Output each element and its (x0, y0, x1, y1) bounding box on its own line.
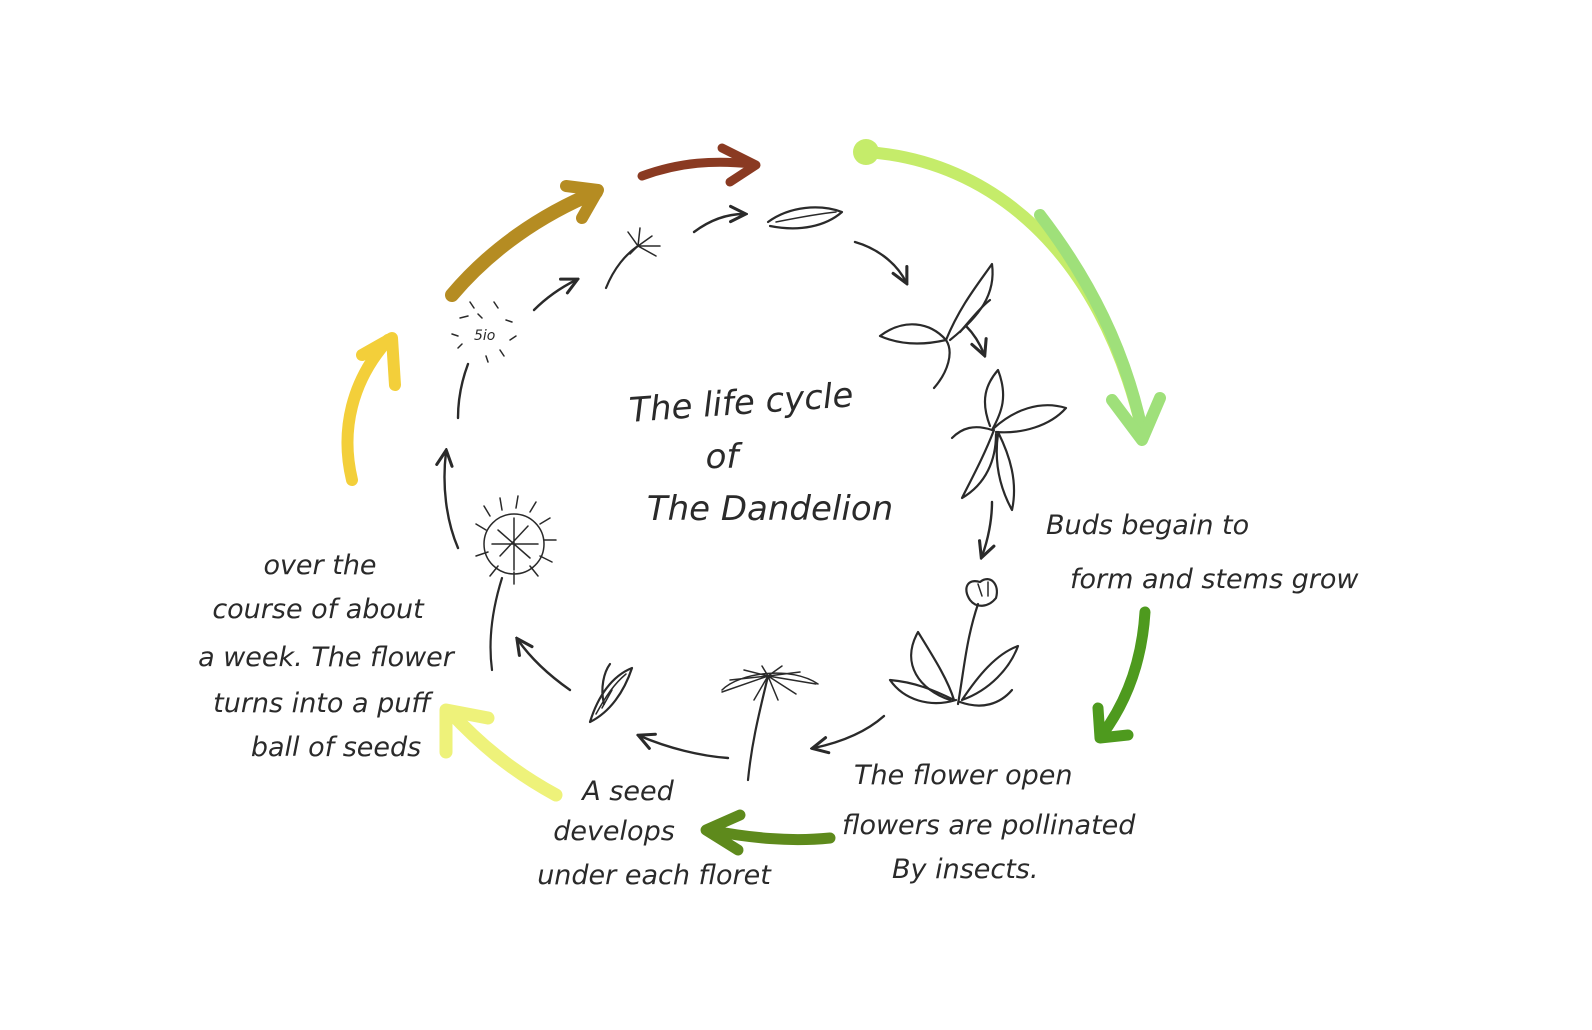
inner-arrow (692, 214, 744, 234)
diagram-title: The life cycle of The Dandelion (628, 375, 893, 529)
outer-arrow-light-green (853, 139, 1166, 446)
outer-arrow-pale-yellow (439, 703, 563, 802)
note-seed-line-1: A seed (580, 776, 674, 807)
inner-arrow (964, 324, 984, 354)
note-flower-line-2: flowers are pollinated (842, 810, 1136, 841)
inner-arrow (456, 362, 470, 420)
inner-arrow (982, 500, 992, 556)
flower-bud-icon (888, 578, 1020, 707)
note-buds-line-1: Buds begain to (1046, 510, 1249, 541)
note-puffball: over the course of about a week. The flo… (198, 550, 456, 763)
title-line-1: The life cycle (628, 375, 855, 431)
note-flower: The flower open flowers are pollinated B… (842, 760, 1136, 885)
puff-ball-icon (475, 495, 557, 672)
note-puffball-line-2: course of about (212, 594, 425, 625)
inner-arrow (640, 736, 730, 760)
scattered-seeds-icon: 5io (451, 301, 517, 363)
inner-arrow (853, 240, 906, 282)
seed-sprout-icon (766, 206, 844, 230)
closed-flower-icon (588, 662, 634, 724)
note-buds-line-2: form and stems grow (1070, 564, 1359, 595)
outer-arrow-olive (445, 180, 604, 302)
note-flower-line-1: The flower open (854, 760, 1073, 791)
leafy-plant-icon (950, 368, 1068, 512)
note-puffball-line-5: ball of seeds (251, 732, 421, 763)
note-puffball-line-3: a week. The flower (198, 642, 456, 673)
outer-arrow-olive-green (700, 809, 836, 856)
note-buds: Buds begain to form and stems grow (1046, 510, 1359, 595)
title-line-2: of (706, 437, 744, 477)
inner-arrow (532, 280, 576, 312)
note-seed-line-2: develops (553, 816, 675, 847)
note-seed-line-3: under each floret (537, 860, 772, 891)
outer-arrow-yellow (341, 332, 401, 486)
inner-arrow (814, 714, 886, 748)
outer-arrow-brown (637, 143, 761, 187)
svg-text:5io: 5io (474, 328, 495, 344)
outer-arrow-green (1092, 606, 1151, 744)
note-puffball-line-4: turns into a puff (213, 688, 433, 719)
inner-cycle-arrows (445, 214, 993, 760)
flying-seed-icon (604, 227, 661, 290)
young-leaves-icon (878, 262, 994, 390)
seed-head-icon (721, 665, 819, 782)
note-puffball-line-1: over the (263, 550, 376, 581)
inner-arrow (445, 452, 460, 550)
title-line-3: The Dandelion (647, 489, 893, 529)
inner-arrow (518, 640, 572, 692)
note-seed: A seed develops under each floret (537, 776, 772, 891)
note-flower-line-3: By insects. (892, 854, 1038, 885)
